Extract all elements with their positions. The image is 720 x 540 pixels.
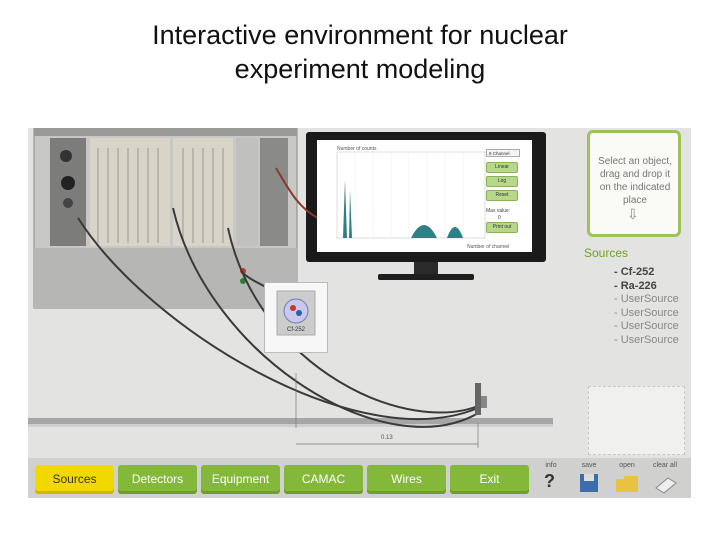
detectors-button[interactable]: Detectors [118, 465, 197, 494]
wires-button[interactable]: Wires [367, 465, 446, 494]
linear-button[interactable]: Linear [486, 162, 518, 173]
clear-all-label: clear all [652, 462, 678, 469]
crate-slot-lines [97, 148, 224, 243]
spectrum-peak [447, 227, 463, 238]
distance-marker [295, 373, 479, 448]
source-tile-label: Cf-252 [286, 327, 305, 333]
monitor-neck [414, 262, 438, 276]
floppy-icon [580, 474, 598, 492]
source-item[interactable]: - Ra-226 [614, 279, 657, 292]
monitor-base [378, 274, 474, 280]
down-arrow-icon: ⇩ [627, 206, 639, 222]
module-slots [90, 138, 170, 246]
open-label: open [619, 462, 635, 469]
source-item[interactable]: - UserSource [614, 293, 679, 305]
cable [227, 227, 484, 414]
info-label: info [545, 462, 557, 469]
sources-button[interactable]: Sources [35, 465, 114, 494]
save-button[interactable]: save [574, 462, 604, 496]
hint-box: Select an object, drag and drop it on th… [587, 130, 681, 237]
clear-all-button[interactable]: clear all [650, 462, 680, 496]
simulation-app: × Number of counts 8 Channel Linear Log … [28, 128, 691, 498]
spectrum-peak [411, 225, 437, 238]
detector[interactable] [475, 383, 487, 415]
camac-crate[interactable] [33, 128, 298, 309]
cable [172, 207, 481, 428]
cable [77, 217, 479, 420]
info-button[interactable]: info ? [536, 462, 566, 496]
hint-text: Select an object, drag and drop it on th… [598, 156, 672, 206]
chart-xlabel: Number of channel [467, 244, 510, 250]
slide-title-line2: experiment modeling [234, 54, 486, 84]
crate-top [34, 128, 297, 136]
source-item[interactable]: - Cf-252 [614, 266, 655, 278]
module-knob [60, 150, 72, 162]
slide-title-line1: Interactive environment for nuclear [152, 20, 568, 50]
floor-rail [28, 418, 553, 424]
sources-title: Sources [584, 246, 629, 260]
log-button[interactable]: Log [486, 176, 518, 187]
exit-button[interactable]: Exit [450, 465, 529, 494]
module-right [260, 138, 288, 246]
source-tile[interactable]: Cf-252 [264, 282, 328, 353]
source-item[interactable]: - UserSource [614, 320, 679, 332]
max-value: 0 [498, 215, 501, 221]
radioactive-source-icon [276, 290, 316, 336]
channel-select[interactable]: 8 Channel [486, 149, 520, 157]
source-item[interactable]: - UserSource [614, 333, 679, 346]
spectrum-peak [343, 180, 347, 238]
equipment-button[interactable]: Equipment [201, 465, 280, 494]
reset-button[interactable]: Reset [486, 190, 518, 201]
cable [275, 167, 319, 219]
eraser-icon [655, 477, 677, 494]
floor-rail-shadow [28, 424, 553, 427]
cables[interactable] [77, 167, 484, 428]
print-button[interactable]: Print out [486, 222, 518, 233]
max-value-label: Max value: [486, 208, 511, 214]
save-label: save [581, 462, 597, 469]
folder-icon [616, 476, 638, 492]
spectrum-peak [349, 190, 352, 238]
crate-power-supply [34, 248, 297, 308]
spectrum-plot [336, 151, 486, 239]
slide-title: Interactive environment for nuclear expe… [0, 18, 720, 86]
module-knob [61, 176, 75, 190]
question-icon: ? [544, 471, 555, 491]
distance-label: 0.13 [381, 435, 393, 441]
chart-title: Number of counts [337, 146, 377, 152]
module-slots [236, 138, 258, 246]
drop-target[interactable] [588, 386, 685, 455]
spectrum-screen: Number of counts 8 Channel Linear Log Re… [317, 140, 532, 252]
camac-button[interactable]: CAMAC [284, 465, 363, 494]
module-knob [63, 198, 73, 208]
open-button[interactable]: open [612, 462, 642, 496]
source-item[interactable]: - UserSource [614, 306, 679, 319]
